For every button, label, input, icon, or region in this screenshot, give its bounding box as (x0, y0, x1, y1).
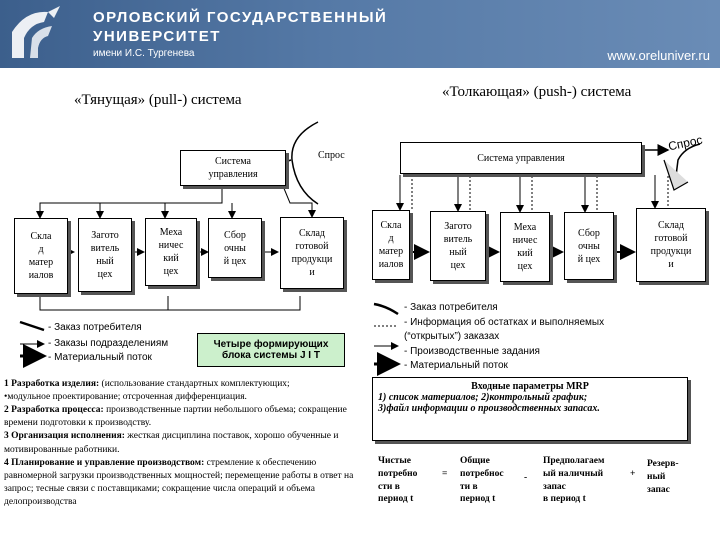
jit-block-text: стремление к обеспечению равномерной заг… (4, 457, 354, 507)
jit-block-item: •модульное проектирование; отсроченная д… (4, 391, 362, 404)
pull-stage-blank-shop: Загото витель ный цех (78, 218, 132, 292)
jit-badge-line2: блока системы J I T (222, 350, 320, 361)
university-logo-icon (12, 6, 60, 58)
jit-block-item: 4 Планирование и управление производство… (4, 457, 362, 509)
pull-stage-finished-goods-warehouse: Склад готовой продукци и (280, 217, 344, 289)
push-stage-label: Скла д матер иалов (378, 220, 404, 270)
pull-legend-customer-order: - Заказ потребителя (48, 322, 142, 333)
push-stage-finished-goods-warehouse: Склад готовой продукци и (636, 208, 706, 282)
pull-stage-assembly-shop: Сбор очны й цех (208, 218, 262, 278)
push-legend-customer-order: - Заказ потребителя (404, 302, 498, 313)
formula-projected-on-hand: Предполагаем ый наличный запас в период … (543, 456, 605, 505)
push-legend-stock-info: - Информация об остатках и выполняемых (404, 317, 605, 328)
jit-block-item: 1 Разработка изделия: (использование ста… (4, 378, 362, 391)
push-legend-material-flow: - Материальный поток (404, 360, 508, 371)
jit-block-head: 2 Разработка процесса: (4, 405, 104, 416)
push-stage-mechanical-shop: Меха ничес кий цех (500, 212, 550, 282)
jit-block-item: 2 Разработка процесса: производственные … (4, 404, 362, 430)
jit-four-blocks-badge: Четыре формирующих блока системы J I T (197, 333, 345, 367)
website-link[interactable]: www.oreluniver.ru (607, 48, 710, 63)
push-stage-label: Склад готовой продукци и (650, 220, 692, 270)
formula-net-requirements: Чистые потребно сти в период t (378, 456, 418, 505)
jit-block-text: (использование стандартных комплектующих… (99, 379, 290, 389)
mrp-inputs-line1: 1) список материалов; 2)контрольный граф… (378, 392, 588, 403)
university-name-line3: имени И.С. Тургенева (93, 48, 195, 59)
mrp-inputs-line2: 3)файл информации о производственных зап… (378, 403, 600, 414)
pull-demand-label: Спрос (318, 150, 345, 161)
formula-minus-sign: - (524, 473, 528, 483)
jit-block-text: •модульное проектирование; отсроченная д… (4, 392, 247, 403)
push-stage-label: Загото витель ный цех (443, 221, 473, 271)
formula-gross-requirements: Общие потребнос ти в период t (460, 456, 504, 505)
mrp-inputs-box: Входные параметры MRP 1) список материал… (372, 377, 688, 441)
pull-legend-material-flow: - Материальный поток (48, 352, 152, 363)
pull-stage-mechanical-shop: Меха ничес кий цех (145, 218, 197, 286)
formula-plus-sign: + (630, 469, 636, 479)
pull-system-title: «Тянущая» (pull-) система (74, 92, 242, 108)
push-control-system-label: Система управления (477, 152, 565, 164)
formula-equals-sign: = (442, 469, 448, 479)
jit-blocks-list: 1 Разработка изделия: (использование ста… (4, 378, 362, 509)
pull-control-system-label: Система управления (208, 156, 258, 180)
pull-stage-label: Склад готовой продукци и (291, 228, 333, 278)
pull-control-system-box: Система управления (180, 150, 286, 186)
pull-stage-label: Скла д матер иалов (28, 231, 54, 281)
university-name-line1: ОРЛОВСКИЙ ГОСУДАРСТВЕННЫЙ (93, 9, 388, 26)
push-stage-blank-shop: Загото витель ный цех (430, 211, 486, 281)
jit-badge-line1: Четыре формирующих (213, 339, 329, 350)
formula-safety-stock: Резерв- ный запас (647, 459, 679, 495)
push-stage-label: Меха ничес кий цех (512, 222, 538, 272)
push-stage-materials-warehouse: Скла д матер иалов (372, 210, 410, 280)
push-demand-label: Спрос (666, 132, 704, 154)
pull-stage-label: Меха ничес кий цех (158, 227, 184, 277)
jit-block-head: 4 Планирование и управление производство… (4, 457, 205, 468)
push-control-system-box: Система управления (400, 142, 642, 174)
pull-stage-label: Загото витель ный цех (90, 230, 120, 280)
jit-block-head: 1 Разработка изделия: (4, 379, 100, 389)
push-legend-open-orders: (“открытых”) заказах (404, 331, 500, 342)
push-stage-label: Сбор очны й цех (577, 227, 601, 265)
push-legend-production-tasks: - Производственные задания (404, 346, 540, 357)
pull-stage-materials-warehouse: Скла д матер иалов (14, 218, 68, 294)
push-stage-assembly-shop: Сбор очны й цех (564, 212, 614, 280)
mrp-inputs-title: Входные параметры MRP (471, 381, 589, 392)
push-system-title: «Толкающая» (push-) система (442, 84, 632, 100)
pull-stage-label: Сбор очны й цех (223, 229, 247, 267)
university-name-line2: УНИВЕРСИТЕТ (93, 28, 221, 45)
jit-block-item: 3 Организация исполнения: жесткая дисцип… (4, 430, 362, 456)
jit-block-text: жесткая дисциплина поставок, хорошо обуч… (4, 431, 339, 455)
header-banner: ОРЛОВСКИЙ ГОСУДАРСТВЕННЫЙ УНИВЕРСИТЕТ им… (0, 0, 720, 68)
jit-block-text: производственные партии небольшого объем… (4, 405, 347, 429)
jit-block-head: 3 Организация исполнения: (4, 431, 125, 442)
pull-legend-unit-orders: - Заказы подразделениям (48, 338, 169, 349)
